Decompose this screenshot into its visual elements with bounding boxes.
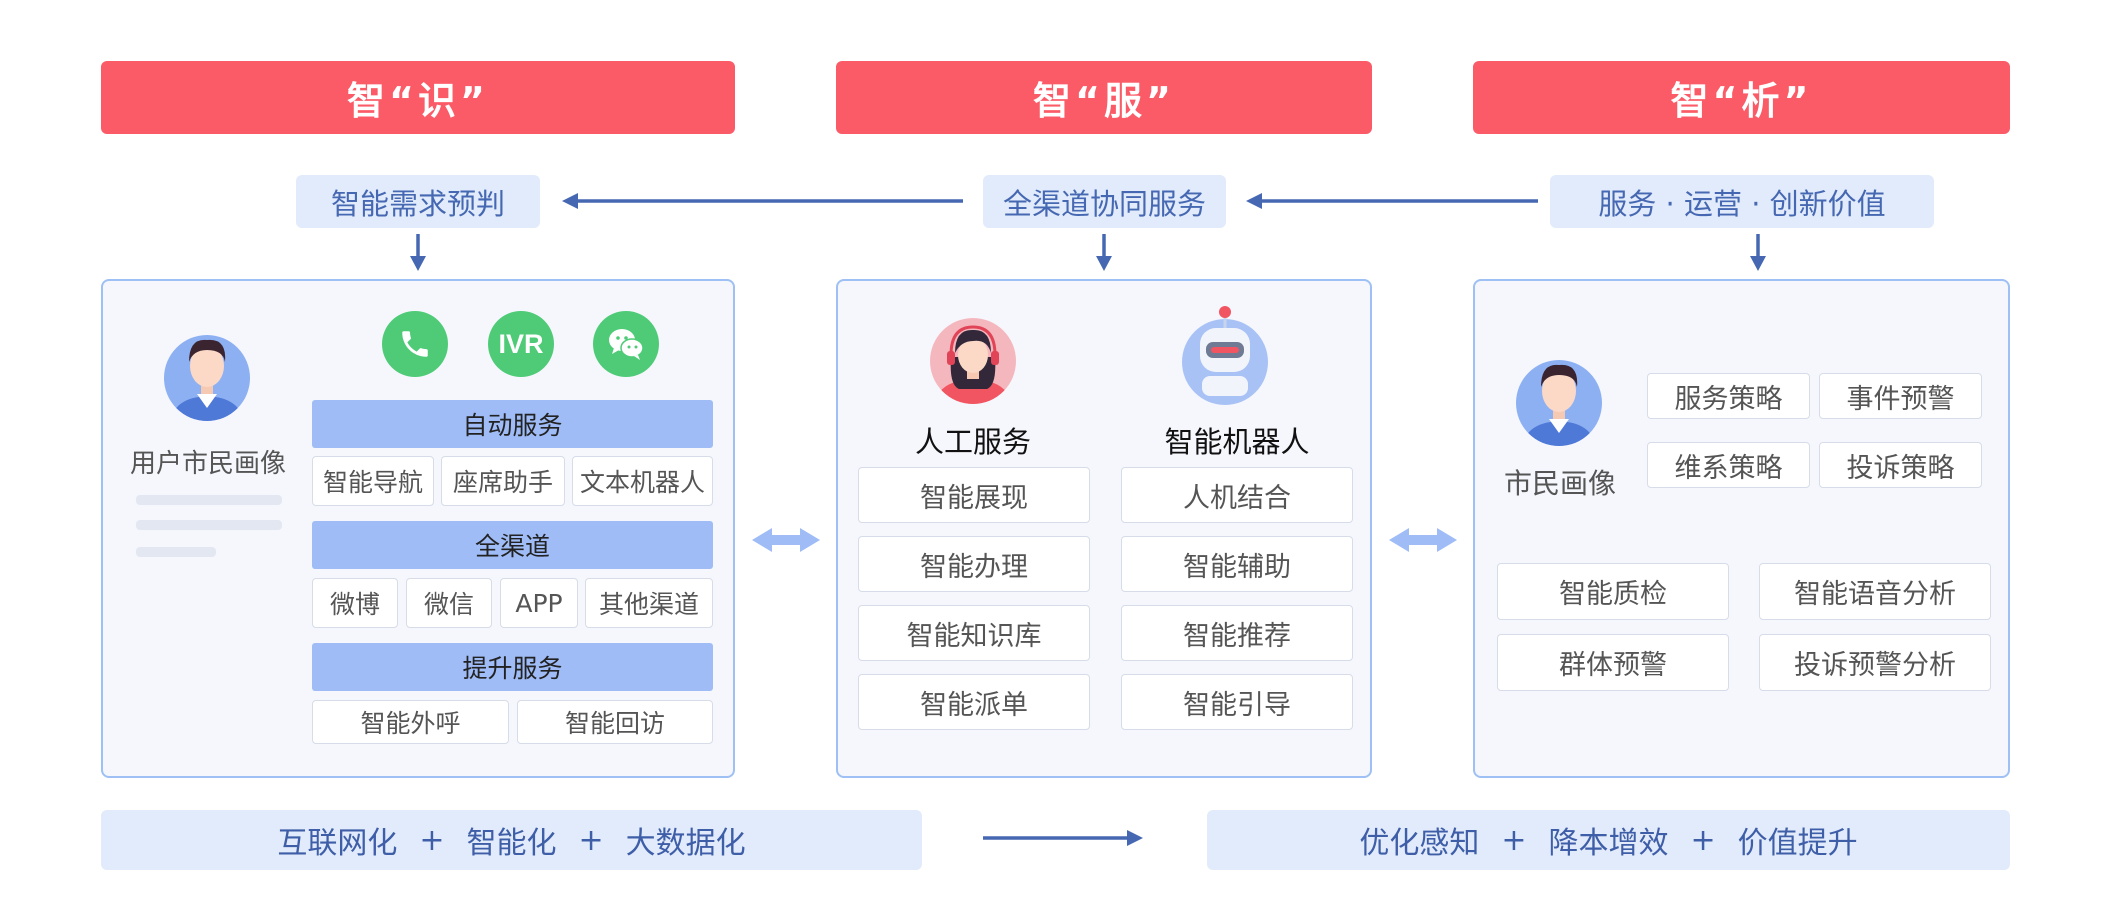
item-smart-callback: 智能回访 [517,700,713,744]
bottom-right-term: 优化感知 [1359,826,1480,861]
arrow-down-middle [1096,234,1112,271]
citizen-avatar-caption: 市民画像 [1503,467,1616,500]
arrow-right-to-mid [1246,193,1538,209]
banner-zhi-xi: 智“析” [1473,61,2010,134]
item-smart-voice-analysis: 智能语音分析 [1759,563,1991,620]
headset-agent-icon [930,318,1016,404]
robot-icon [1182,306,1268,405]
item-smart-guide: 智能引导 [1121,674,1353,730]
placeholder-line [136,547,216,557]
bottom-left-term: 互联网化 [277,826,398,861]
item-smart-navigation: 智能导航 [312,456,434,506]
double-arrow-middle-right [1389,528,1457,552]
flow-label-demand-prediction: 智能需求预判 [296,175,540,228]
item-smart-display: 智能展现 [858,467,1090,523]
bottom-right-bar: 优化感知 + 降本增效 + 价值提升 [1207,810,2010,870]
bottom-left-term: 智能化 [466,826,557,861]
item-smart-assist: 智能辅助 [1121,536,1353,592]
bottom-left-plus: + [578,822,604,858]
item-app: APP [500,578,578,628]
item-smart-handling: 智能办理 [858,536,1090,592]
item-retention-strategy: 维系策略 [1647,442,1810,488]
section-head-improve-service: 提升服务 [312,643,713,691]
item-smart-dispatch: 智能派单 [858,674,1090,730]
item-weibo: 微博 [312,578,398,628]
item-complaint-strategy: 投诉策略 [1819,442,1982,488]
item-smart-knowledge-base: 智能知识库 [858,605,1090,661]
section-head-auto-service: 自动服务 [312,400,713,448]
bottom-right-term: 价值提升 [1737,826,1858,861]
item-text-robot: 文本机器人 [572,456,713,506]
wechat-icon [593,311,659,377]
citizen-avatar-icon [1516,360,1602,446]
arrow-down-right [1750,234,1766,271]
bottom-left-term: 大数据化 [625,826,746,861]
item-smart-outbound-call: 智能外呼 [312,700,509,744]
placeholder-line [136,520,282,530]
banner-zhi-fu: 智“服” [836,61,1372,134]
item-group-warning: 群体预警 [1497,634,1729,691]
arrow-mid-to-left [562,193,963,209]
item-human-machine: 人机结合 [1121,467,1353,523]
item-agent-assistant: 座席助手 [441,456,565,506]
bottom-left-bar: 互联网化 + 智能化 + 大数据化 [101,810,922,870]
item-smart-recommend: 智能推荐 [1121,605,1353,661]
bottom-right-plus: + [1501,822,1527,858]
banner-zhi-shi: 智“识” [101,61,735,134]
bottom-left-plus: + [419,822,445,858]
flow-label-value: 服务 · 运营 · 创新价值 [1550,175,1934,228]
bottom-right-plus: + [1690,822,1716,858]
arrow-down-left [410,234,426,271]
ivr-icon: IVR [488,311,554,377]
user-avatar-caption: 用户市民画像 [129,449,286,479]
user-avatar-icon [164,335,250,421]
human-service-title: 人工服务 [914,425,1031,459]
placeholder-line [136,495,282,505]
item-event-warning: 事件预警 [1819,373,1982,419]
item-other-channels: 其他渠道 [585,578,713,628]
smart-robot-title: 智能机器人 [1164,425,1310,459]
double-arrow-left-middle [752,528,820,552]
item-service-strategy: 服务策略 [1647,373,1810,419]
phone-icon [382,311,448,377]
item-smart-quality-check: 智能质检 [1497,563,1729,620]
flow-label-omnichannel-service: 全渠道协同服务 [983,175,1226,228]
item-wechat: 微信 [406,578,492,628]
item-complaint-warning-analysis: 投诉预警分析 [1759,634,1991,691]
arrow-bottom-right [983,830,1143,846]
bottom-right-term: 降本增效 [1548,826,1669,861]
section-head-omnichannel: 全渠道 [312,521,713,569]
